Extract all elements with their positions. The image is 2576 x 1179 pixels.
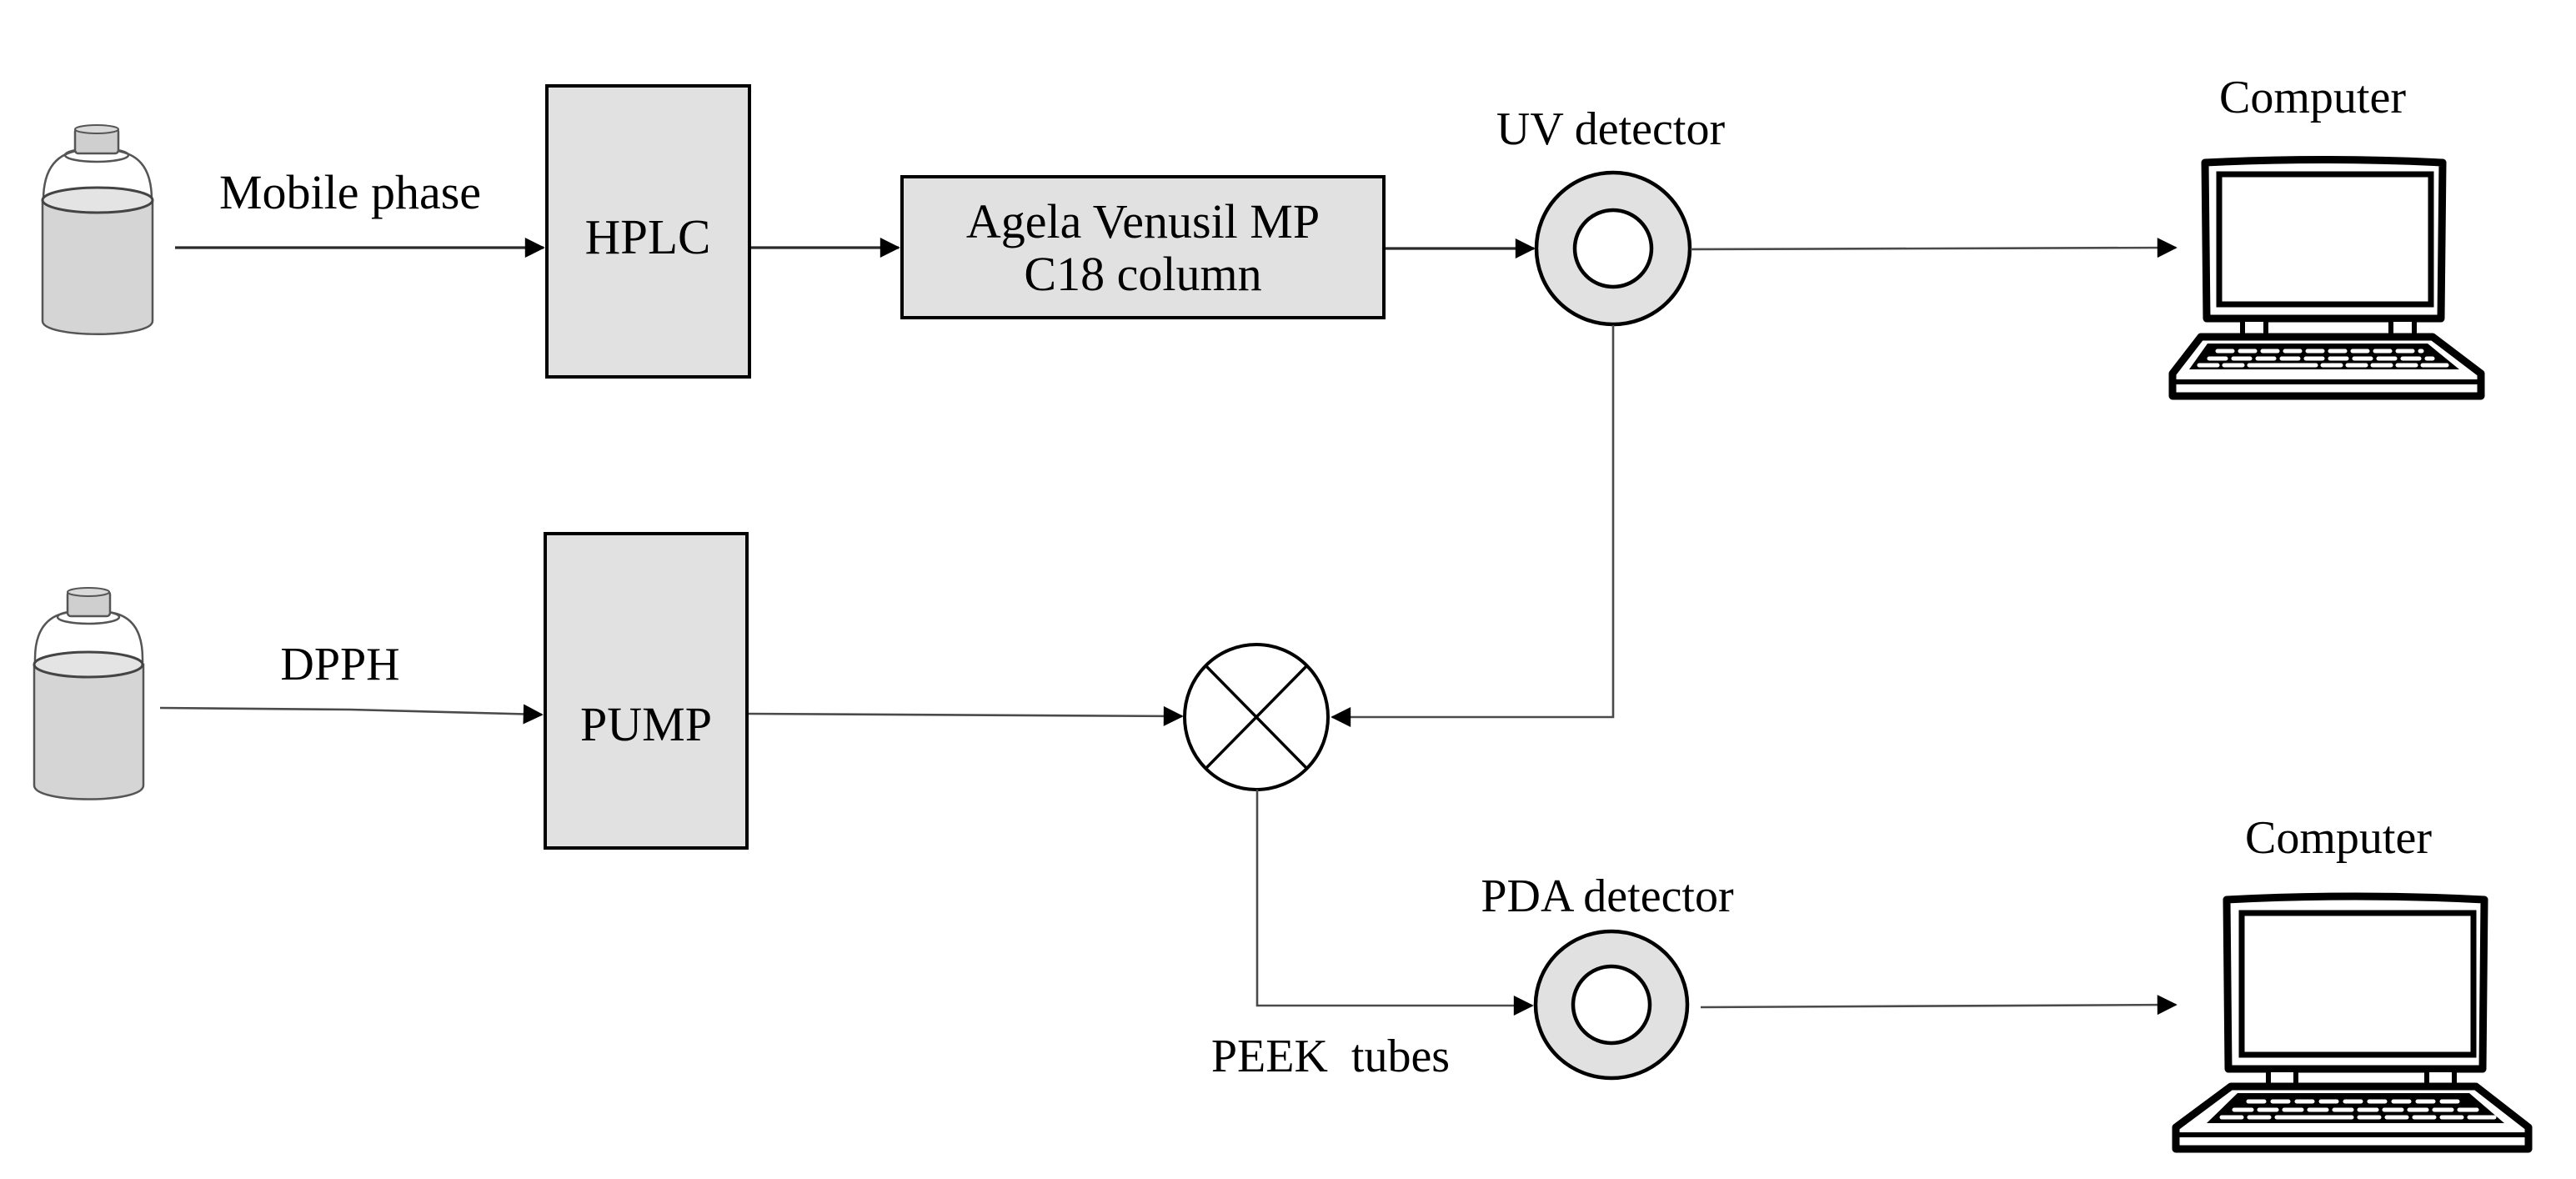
pump-label: PUMP	[580, 697, 712, 751]
uv-detector-label: UV detector	[1496, 103, 1726, 155]
pda-to-computer-arrow	[1700, 995, 2178, 1016]
hplc-box[interactable]: HPLC	[545, 84, 751, 379]
uv-to-computer-arrow	[1690, 238, 2178, 258]
computer-top-laptop-icon[interactable]	[2168, 156, 2485, 400]
uv-to-mixer-line	[1331, 325, 1615, 727]
peek-tubes-label: PEEK tubes	[1211, 1031, 1450, 1082]
dpph-to-pump-arrow	[159, 704, 544, 725]
computer-top-label: Computer	[2219, 72, 2406, 123]
pda-detector-icon[interactable]	[1533, 929, 1690, 1081]
computer-bottom-laptop-icon[interactable]	[2172, 892, 2533, 1153]
hplc-label: HPLC	[585, 209, 711, 264]
pump-to-mixer-arrow	[748, 705, 1184, 726]
mobile-phase-label: Mobile phase	[219, 165, 481, 219]
uv-detector-icon[interactable]	[1534, 170, 1692, 327]
mobile-phase-bottle-icon	[41, 124, 154, 335]
mixer-cross-icon[interactable]	[1183, 643, 1330, 791]
column-label-line2: C18 column	[1024, 247, 1261, 301]
pda-detector-label: PDA detector	[1481, 870, 1734, 922]
pump-box[interactable]: PUMP	[544, 532, 749, 850]
c18-column-box[interactable]: Agela Venusil MP C18 column	[900, 175, 1386, 319]
computer-bottom-label: Computer	[2245, 812, 2432, 864]
dpph-bottle-icon	[33, 587, 145, 800]
column-label-line1: Agela Venusil MP	[966, 194, 1320, 248]
dpph-label: DPPH	[280, 639, 399, 690]
peek-tube-line	[1255, 790, 1534, 1016]
